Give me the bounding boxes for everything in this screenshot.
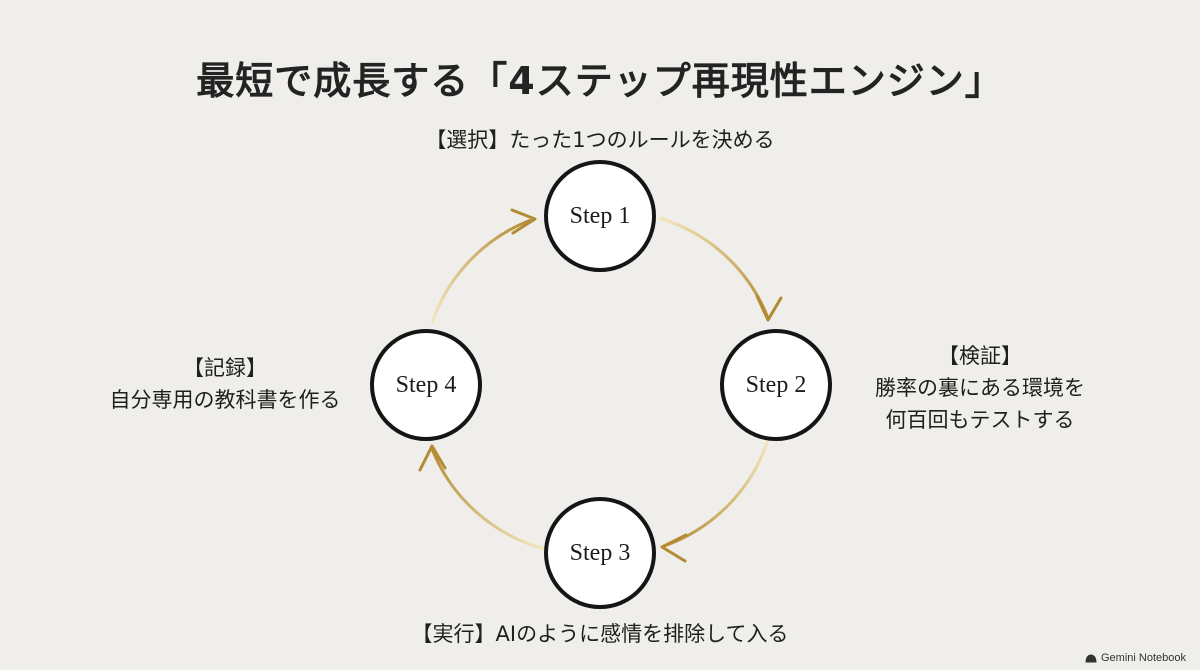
step-4-label: Step 4 <box>395 371 457 398</box>
step-4-caption-body: 自分専用の教科書を作る <box>109 388 341 412</box>
arrow-step4-to-step1 <box>430 218 532 324</box>
step-1-label: Step 1 <box>569 202 631 229</box>
step-1-caption: 【選択】たった1つのルールを決める <box>0 124 1200 156</box>
step-1-caption-body: たった1つのルールを決める <box>509 128 775 152</box>
gemini-notebook-watermark: Gemini Notebook <box>1085 652 1186 664</box>
step-2-caption-line2: 何百回もテストする <box>885 408 1075 432</box>
step-2-caption: 【検証】 勝率の裏にある環境を 何百回もテストする <box>830 340 1130 436</box>
diagram-title: 最短で成長する「4ステップ再現性エンジン」 <box>196 59 1004 103</box>
step-3-label: Step 3 <box>569 539 631 566</box>
arrow-head-step3 <box>660 533 688 563</box>
arrow-head-step1 <box>510 208 537 235</box>
step-2-label: Step 2 <box>745 371 807 398</box>
step-3-caption-head: 【実行】 <box>411 622 496 646</box>
watermark-text: Gemini Notebook <box>1101 652 1186 664</box>
step-2-caption-line1: 勝率の裏にある環境を <box>875 376 1085 400</box>
step-2-caption-head: 【検証】 <box>938 344 1022 368</box>
step-4-caption: 【記録】 自分専用の教科書を作る <box>60 352 390 416</box>
arrow-step2-to-step3 <box>663 439 770 548</box>
step-3-node: Step 3 <box>544 497 656 609</box>
step-2-node: Step 2 <box>720 329 832 441</box>
arrow-step3-to-step4 <box>430 448 546 551</box>
arrow-step1-to-step2 <box>658 216 770 319</box>
step-4-node: Step 4 <box>370 329 482 441</box>
arrow-head-step2 <box>755 294 783 322</box>
arrow-head-step4 <box>418 444 447 472</box>
step-3-caption-body: AIのように感情を排除して入る <box>495 622 789 646</box>
notebook-logo-icon <box>1085 654 1097 662</box>
step-4-caption-head: 【記録】 <box>183 356 267 380</box>
step-1-caption-head: 【選択】 <box>425 128 510 152</box>
step-3-caption: 【実行】AIのように感情を排除して入る <box>0 618 1200 650</box>
step-1-node: Step 1 <box>544 160 656 272</box>
